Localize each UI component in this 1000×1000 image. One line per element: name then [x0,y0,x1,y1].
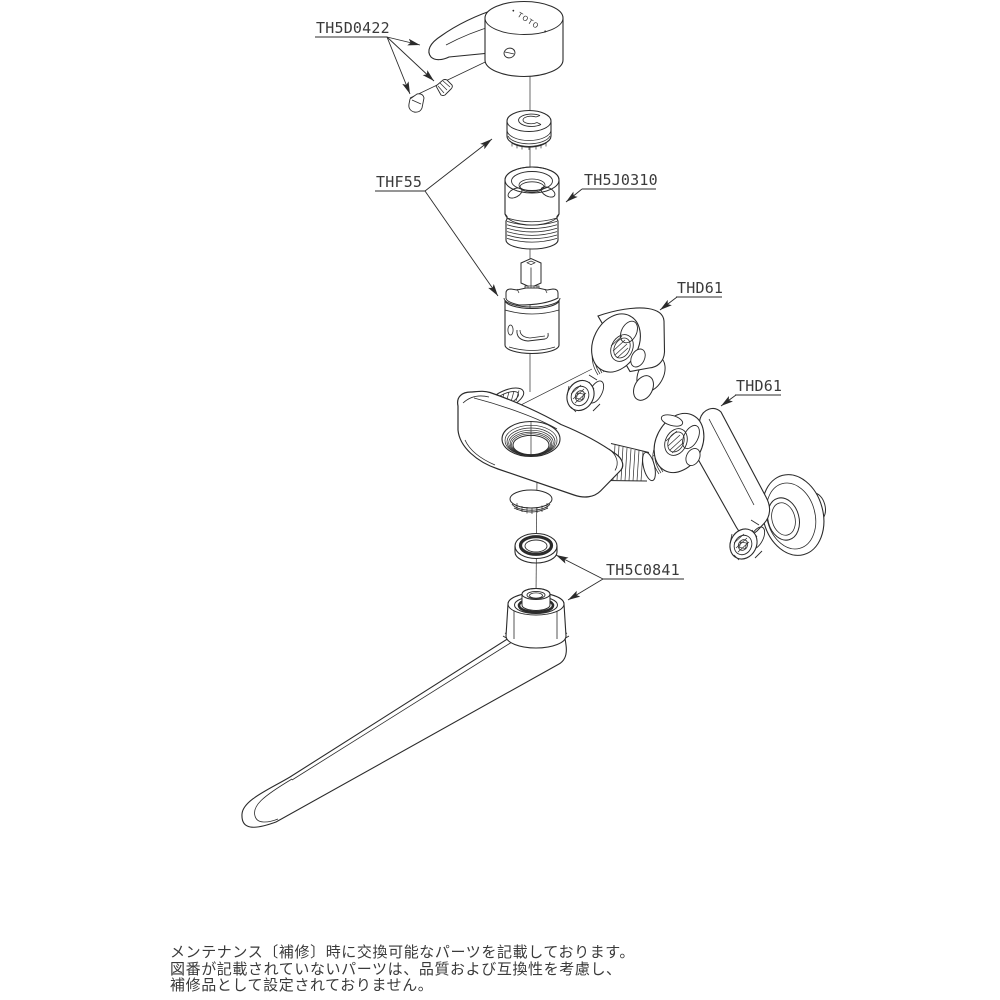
check-valve-upper [566,374,605,413]
leader-gasket [555,554,604,580]
body-outlet-bottom [509,489,553,514]
footnote-line-3: 補修品として設定されておりません。 [170,976,434,994]
faucet-body-group [457,387,656,514]
label-th5c0841: TH5C0841 [606,561,680,579]
wall-flange [761,474,826,556]
footnote-line-1: メンテナンス〔補修〕時に交換可能なパーツを記載しております。 [170,943,636,961]
lever-handle: TOTO [428,0,564,78]
handle-lever-arm [428,7,501,61]
leader-cartridge-cap [424,138,493,192]
cartridge-cap [506,109,552,150]
crank-fitting-lower [652,407,771,536]
cartridge-guide [504,166,560,250]
leader-lines [315,36,781,601]
leader-cartridge [424,190,499,297]
handle-screw-cap [408,93,425,113]
set-screw-hole [503,47,516,59]
label-th5j0310: TH5J0310 [584,171,658,189]
leader-screw-cap [386,36,411,95]
label-thd61-lower: THD61 [736,377,782,395]
leader-handle [386,36,421,46]
part-labels: TH5D0422 THF55 TH5J0310 THD61 THD61 TH5C… [316,19,782,579]
handle-set-screw [435,79,453,96]
leader-crank-upper [659,296,678,311]
check-valve-lower [729,519,766,561]
spout-nut [502,588,570,649]
leader-spout-nut [567,578,604,601]
spout-pipe [241,637,567,828]
label-th5d0422: TH5D0422 [316,19,390,37]
footnote-line-2: 図番が記載されていないパーツは、品質および互換性を考慮し、 [170,959,622,978]
label-thd61-upper: THD61 [677,279,723,297]
crank-fitting-upper [591,307,666,401]
leader-set-screw [386,36,435,82]
leader-crank-lower [720,394,737,407]
footnote: メンテナンス〔補修〕時に交換可能なパーツを記載しております。 図番が記載されてい… [170,944,635,994]
spout-gasket [514,532,558,564]
handle-head [484,0,564,78]
body-cartridge-port [501,420,561,458]
leader-guide [565,188,583,203]
label-thf55: THF55 [376,173,422,191]
valve-cartridge [503,257,561,355]
